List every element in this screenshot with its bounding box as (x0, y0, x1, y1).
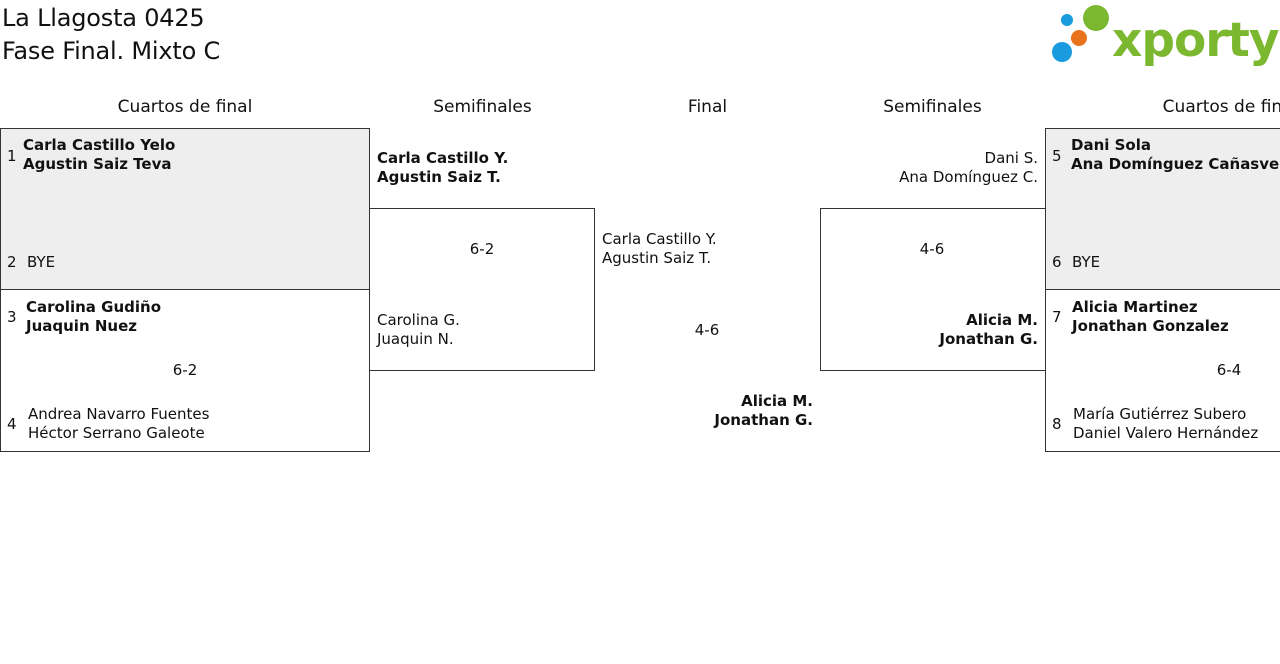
player-name: Carolina Gudiño (26, 298, 161, 316)
team-entry-winner[interactable]: Alicia Martinez Jonathan Gonzalez (1072, 298, 1229, 336)
phase-title: Fase Final. Mixto C (2, 37, 221, 65)
final-score: 4-6 (694, 321, 720, 339)
match-score: 6-2 (469, 240, 495, 258)
player-name: Jonathan Gonzalez (1072, 317, 1229, 335)
xporty-logo-graphic: xporty (1052, 5, 1280, 68)
seed-number: 7 (1052, 308, 1062, 326)
seed-number: 6 (1052, 253, 1062, 271)
match-score: 4-6 (919, 240, 945, 258)
team-entry-winner[interactable]: Dani Sola Ana Domínguez Cañasveras (1071, 136, 1280, 174)
player-name: Alicia M. (741, 392, 813, 410)
seed-number: 5 (1052, 147, 1062, 165)
player-name: Alicia M. (966, 311, 1038, 329)
seed-number: 4 (7, 415, 17, 433)
player-name: Jonathan G. (714, 411, 813, 429)
player-name: Alicia Martinez (1072, 298, 1198, 316)
xporty-logo[interactable]: xporty (1052, 4, 1280, 68)
bye-label: BYE (27, 253, 56, 271)
player-name: Ana Domínguez Cañasveras (1071, 155, 1280, 173)
tournament-title: La Llagosta 0425 (2, 4, 205, 32)
team-entry[interactable]: María Gutiérrez Subero Daniel Valero Her… (1073, 405, 1258, 443)
team-entry-bye: BYE (27, 253, 55, 272)
player-name: Agustin Saiz T. (377, 168, 501, 186)
player-name: Juaquin N. (377, 330, 454, 348)
match-box-quarter-4[interactable] (1045, 289, 1280, 452)
seed-number: 8 (1052, 415, 1062, 433)
round-heading-quarters-left: Cuartos de final (117, 97, 253, 117)
player-name: Carla Castillo Y. (602, 230, 717, 248)
player-name: Jonathan G. (939, 330, 1038, 348)
player-name: Andrea Navarro Fuentes (28, 405, 210, 423)
team-entry[interactable]: Andrea Navarro Fuentes Héctor Serrano Ga… (28, 405, 209, 443)
match-score: 6-2 (172, 361, 198, 379)
player-name: Carla Castillo Yelo (23, 136, 176, 154)
player-name: Daniel Valero Hernández (1073, 424, 1259, 442)
player-name: Ana Domínguez C. (899, 168, 1038, 186)
team-entry-winner[interactable]: Carla Castillo Yelo Agustin Saiz Teva (23, 136, 175, 174)
seed-number: 3 (7, 308, 17, 326)
seed-number: 2 (7, 253, 17, 271)
match-box-semifinal-left[interactable] (369, 208, 595, 371)
player-name: Héctor Serrano Galeote (28, 424, 205, 442)
team-entry[interactable]: Dani S. Ana Domínguez C. (899, 149, 1038, 187)
seed-number: 1 (7, 147, 17, 165)
player-name: Juaquin Nuez (26, 317, 137, 335)
team-entry-winner[interactable]: Alicia M. Jonathan G. (939, 311, 1038, 349)
match-score: 6-4 (1216, 361, 1242, 379)
player-name: Dani S. (984, 149, 1038, 167)
team-entry[interactable]: Carolina G. Juaquin N. (377, 311, 460, 349)
bye-label: BYE (1072, 253, 1101, 271)
player-name: Dani Sola (1071, 136, 1151, 154)
team-entry-finalist[interactable]: Carla Castillo Y. Agustin Saiz T. (602, 230, 717, 268)
player-name: María Gutiérrez Subero (1073, 405, 1247, 423)
team-entry-bye: BYE (1072, 253, 1100, 272)
player-name: Carla Castillo Y. (377, 149, 509, 167)
player-name: Agustin Saiz Teva (23, 155, 172, 173)
match-box-quarter-1[interactable] (0, 128, 370, 290)
team-entry-champion[interactable]: Alicia M. Jonathan G. (714, 392, 813, 430)
team-entry-winner[interactable]: Carolina Gudiño Juaquin Nuez (26, 298, 161, 336)
player-name: Carolina G. (377, 311, 460, 329)
round-heading-semis-left: Semifinales (433, 97, 532, 117)
player-name: Agustin Saiz T. (602, 249, 712, 267)
round-heading-semis-right: Semifinales (883, 97, 982, 117)
team-entry-winner[interactable]: Carla Castillo Y. Agustin Saiz T. (377, 149, 508, 187)
match-box-quarter-3[interactable] (1045, 128, 1280, 290)
round-heading-final: Final (687, 97, 728, 117)
round-heading-quarters-right: Cuartos de final (1162, 97, 1280, 117)
logo-wordmark: xporty (1112, 13, 1279, 68)
